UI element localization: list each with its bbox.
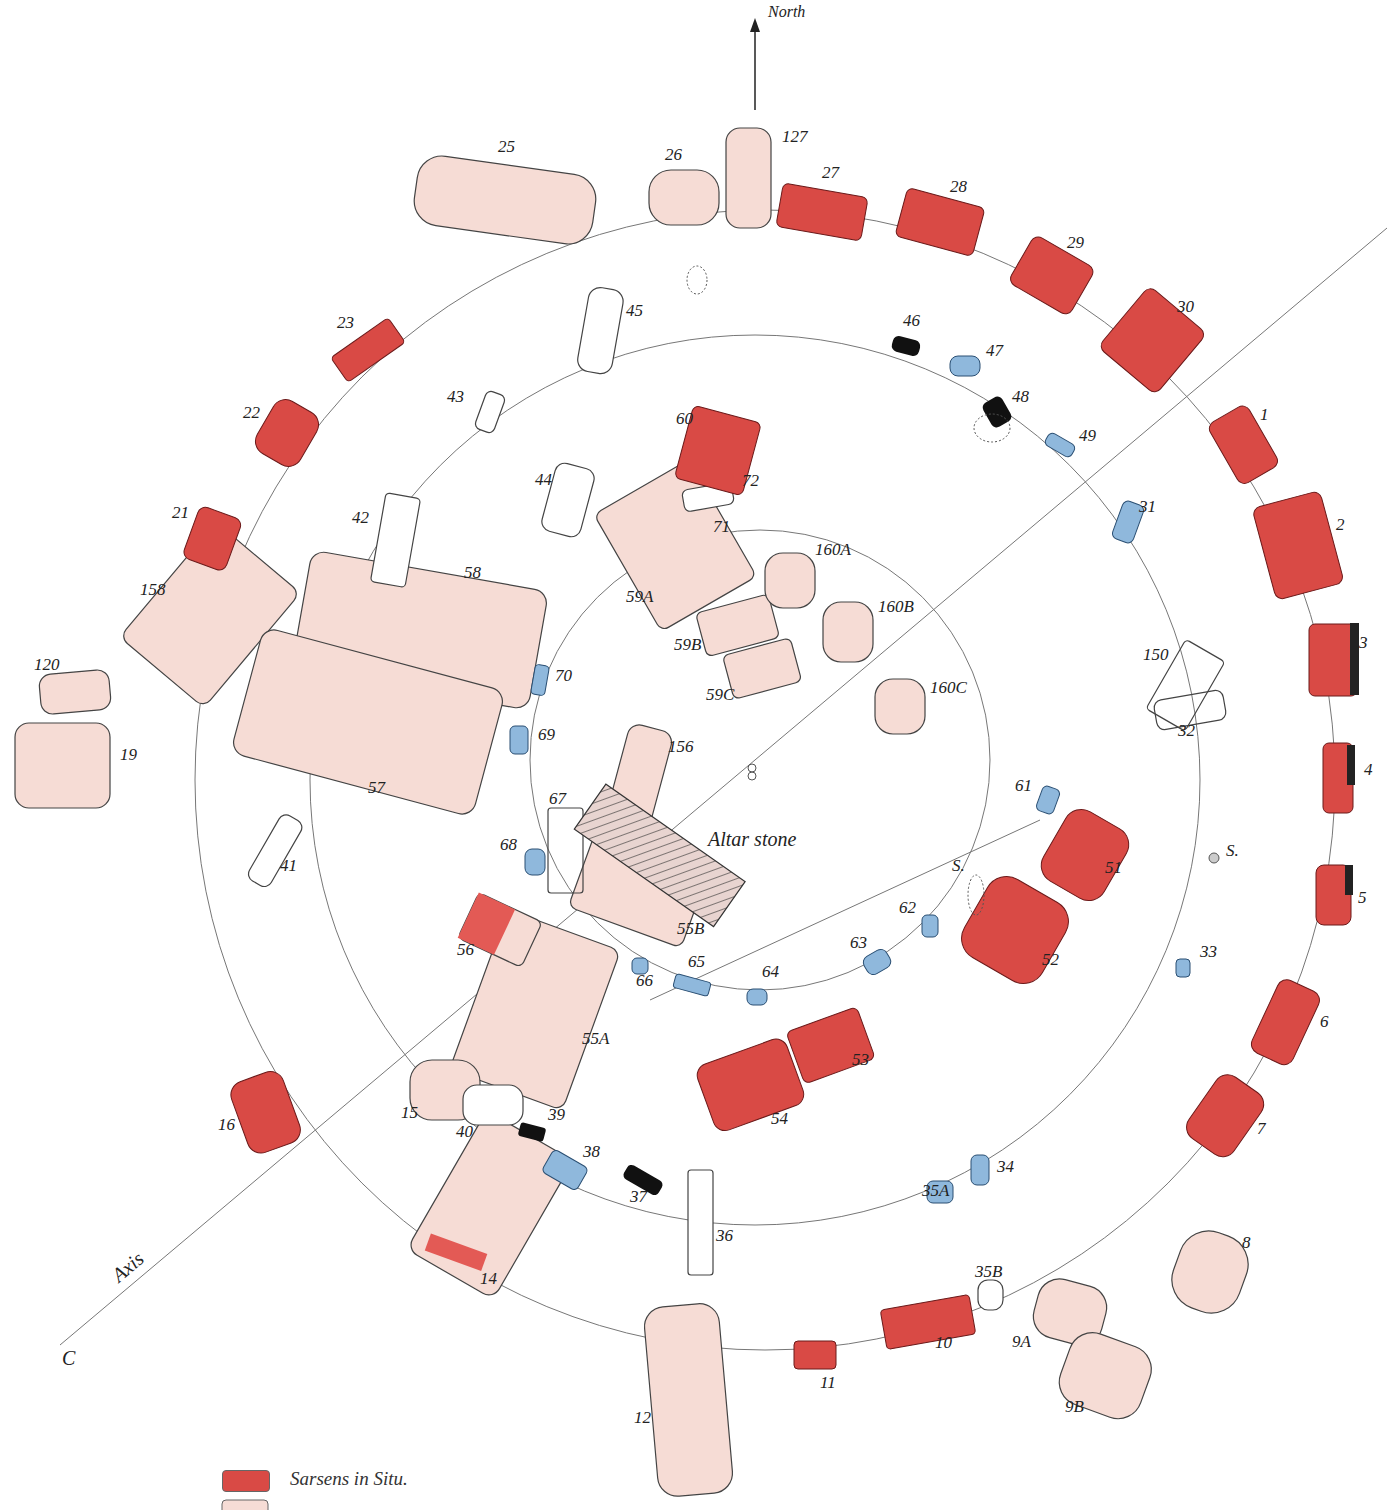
callout-number: 120 [34, 656, 60, 673]
callout-number: 38 [583, 1143, 600, 1160]
callout-number: 69 [538, 726, 555, 743]
callout-number: 1 [1260, 406, 1269, 423]
callout-number: 55A [582, 1030, 609, 1047]
callout-number: 27 [822, 164, 839, 181]
callout-number: 5 [1358, 889, 1367, 906]
callout-number: 48 [1012, 388, 1029, 405]
callout-number: 63 [850, 934, 867, 951]
callout-number: 52 [1042, 951, 1059, 968]
callout-number: 2 [1336, 516, 1345, 533]
callout-number: 14 [480, 1270, 497, 1287]
callout-number: 39 [548, 1106, 565, 1123]
callout-number: 127 [782, 128, 808, 145]
callout-number: 10 [935, 1334, 952, 1351]
callout-number: 70 [555, 667, 572, 684]
callout-number: 7 [1257, 1120, 1266, 1137]
callout-number: 12 [634, 1409, 651, 1426]
callout-number: 65 [688, 953, 705, 970]
callout-number: 22 [243, 404, 260, 421]
callout-number: 62 [899, 899, 916, 916]
callout-number: 23 [337, 314, 354, 331]
callout-number: 33 [1200, 943, 1217, 960]
callout-number: 40 [456, 1123, 473, 1140]
callout-number: 8 [1242, 1234, 1251, 1251]
callout-number: 43 [447, 388, 464, 405]
callout-number: 160B [878, 598, 914, 615]
callout-number: 51 [1105, 859, 1122, 876]
callout-number: 68 [500, 836, 517, 853]
callout-number: 71 [713, 518, 730, 535]
callout-number: 59A [626, 588, 653, 605]
callout-number: 158 [140, 581, 166, 598]
callout-number: 16 [218, 1116, 235, 1133]
callout-number: 42 [352, 509, 369, 526]
callout-number: 58 [464, 564, 481, 581]
callout-number: 72 [742, 472, 759, 489]
callout-number: 11 [820, 1374, 836, 1391]
callout-number: 156 [668, 738, 694, 755]
legend-text: Sarsens in Situ. [290, 1468, 408, 1490]
callout-number: 9A [1012, 1333, 1031, 1350]
callout-number: S. [952, 857, 965, 874]
callout-number: 9B [1065, 1398, 1084, 1415]
callout-number: 59C [706, 686, 734, 703]
callout-number: S. [1226, 842, 1239, 859]
callout-number: 59B [674, 636, 701, 653]
callout-number: 150 [1143, 646, 1169, 663]
callout-number: 56 [457, 941, 474, 958]
callout-number: 31 [1139, 498, 1156, 515]
callout-number: 46 [903, 312, 920, 329]
callout-number: 21 [172, 504, 189, 521]
callout-number: 34 [997, 1158, 1014, 1175]
callout-number: 35A [922, 1182, 949, 1199]
callout-number: 30 [1177, 298, 1194, 315]
callout-number: 66 [636, 972, 653, 989]
callout-number: 37 [630, 1188, 647, 1205]
callout-number: 160C [930, 679, 967, 696]
callout-number: 26 [665, 146, 682, 163]
callout-number: 55B [677, 920, 704, 937]
callout-number: 25 [498, 138, 515, 155]
callout-number: 60 [676, 410, 693, 427]
callout-number: 45 [626, 302, 643, 319]
callout-number: 57 [368, 779, 385, 796]
callout-number: Axis [108, 1248, 147, 1285]
callout-number: 36 [716, 1227, 733, 1244]
callout-number: 41 [280, 857, 297, 874]
callout-number: 53 [852, 1051, 869, 1068]
callout-number: 3 [1359, 634, 1368, 651]
callout-number: 15 [401, 1104, 418, 1121]
callout-number: 49 [1079, 427, 1096, 444]
callout-number: North [768, 4, 805, 20]
callout-number: 44 [535, 471, 552, 488]
callout-number: 19 [120, 746, 137, 763]
callout-number: 47 [986, 342, 1003, 359]
callout-number: 35B [975, 1263, 1002, 1280]
callout-number: 32 [1178, 722, 1195, 739]
callout-number: 54 [771, 1110, 788, 1127]
callout-number: 29 [1067, 234, 1084, 251]
callout-number: 61 [1015, 777, 1032, 794]
legend-swatch [222, 1470, 270, 1492]
callout-number: 6 [1320, 1013, 1329, 1030]
callout-number: 28 [950, 178, 967, 195]
callout-number: 4 [1364, 761, 1373, 778]
callout-number: 67 [549, 790, 566, 807]
callout-number: C [62, 1348, 75, 1368]
callout-number: 64 [762, 963, 779, 980]
callout-number: 160A [815, 541, 851, 558]
callout-number: Altar stone [708, 829, 796, 849]
